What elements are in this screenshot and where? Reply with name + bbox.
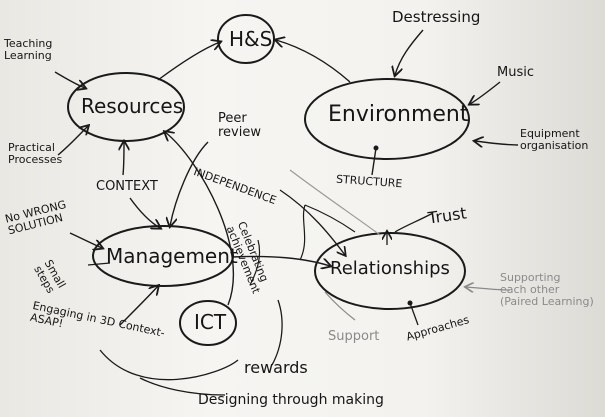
environment-node-label: Environment xyxy=(328,102,469,127)
teaching-learning-label: Teaching Learning xyxy=(4,37,53,63)
support-label: Support xyxy=(328,329,380,344)
environment-node-outline xyxy=(304,78,470,160)
destressing-label: Destressing xyxy=(392,8,481,26)
music-label: Music xyxy=(497,65,534,80)
practical-processes-label: Practical Processes xyxy=(8,141,63,167)
ict-node-outline xyxy=(179,300,237,346)
resources-node-label: Resources xyxy=(81,94,184,118)
supporting-each-other-label: Supporting each other (Paired Learning) xyxy=(500,271,594,309)
peer-review-label: Peer review xyxy=(218,111,261,141)
hs-node-label: H&S xyxy=(229,27,273,51)
context-label: CONTEXT xyxy=(96,179,158,194)
ict-node-label: ICT xyxy=(194,310,227,334)
relationships-node-label: Relationships xyxy=(330,258,450,279)
designing-through-making-label: Designing through making xyxy=(198,392,384,408)
management-node-label: Management xyxy=(106,244,238,268)
equipment-organisation-label: Equipment organisation xyxy=(520,127,589,153)
management-node-outline xyxy=(92,225,234,287)
rewards-label: rewards xyxy=(244,358,308,377)
